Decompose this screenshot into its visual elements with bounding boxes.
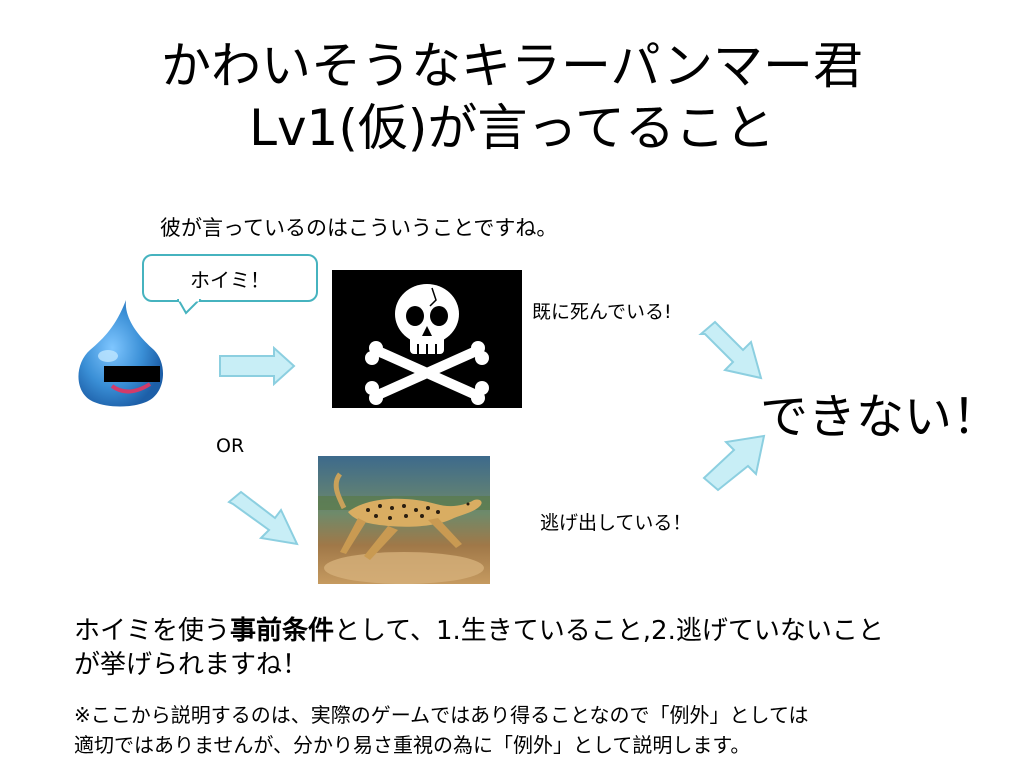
or-label: OR — [216, 435, 245, 457]
footnote-line1: ※ここから説明するのは、実際のゲームではあり得ることなので「例外」としては — [74, 703, 809, 727]
conclusion-line1: ホイミを使う事前条件として、1.生きていること,2.逃げていないこと — [74, 614, 884, 648]
slime-icon — [78, 300, 164, 407]
speech-bubble-tail — [176, 299, 202, 315]
arrow-right-icon — [219, 346, 296, 386]
conclusion-part2: として、1.生きていること,2.逃げていないこと — [334, 616, 884, 646]
conclusion-line2: が挙げられますね！ — [74, 650, 309, 680]
arrow-down-right-icon — [227, 490, 299, 546]
conclusion-part1: ホイミを使う — [74, 616, 231, 646]
caption-text: 彼が言っているのはこういうことですね。 — [160, 216, 558, 240]
arrow-up-right-icon — [702, 434, 766, 492]
conclusion-text: ホイミを使う事前条件として、1.生きていること,2.逃げていないこと が挙げられ… — [74, 614, 884, 682]
fled-label: 逃げ出している！ — [540, 512, 692, 534]
cheetah-image — [318, 456, 490, 584]
slide-title-line1: かわいそうなキラーパンマー君 — [161, 37, 863, 95]
speech-bubble-text: ホイミ！ — [190, 268, 270, 292]
footnote-text: ※ここから説明するのは、実際のゲームではあり得ることなので「例外」としては 適切… — [74, 700, 809, 760]
slide-title-line2: Lv1(仮)が言ってること — [249, 99, 775, 157]
speech-bubble — [142, 254, 318, 302]
result-text: できない！ — [760, 389, 1001, 445]
dead-label: 既に死んでいる! — [532, 301, 672, 323]
arrow-down-right-icon — [698, 320, 763, 380]
conclusion-bold: 事前条件 — [230, 616, 335, 646]
skull-flag-image — [332, 270, 522, 408]
footnote-line2: 適切ではありませんが、分かり易さ重視の為に「例外」として説明します。 — [74, 733, 751, 757]
